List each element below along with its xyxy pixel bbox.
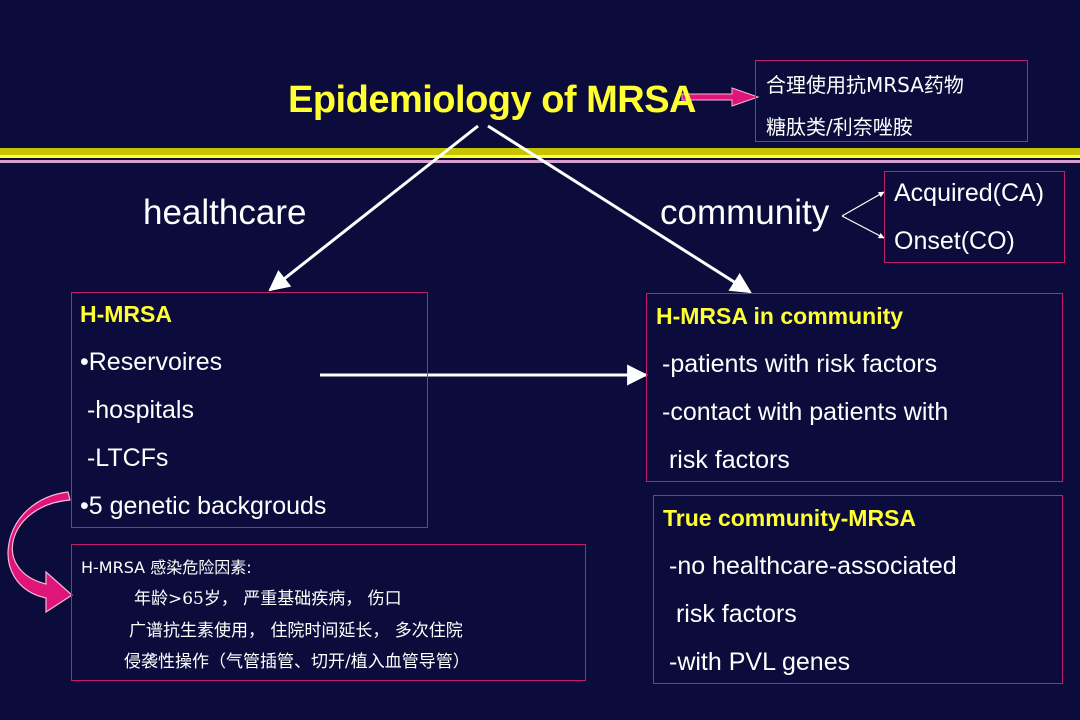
divider-band-pink: [0, 160, 1080, 163]
risk-factors-box: H-MRSA 感染危险因素: 年龄>65岁， 严重基础疾病， 伤口 广谱抗生素使…: [71, 544, 586, 681]
hmrsa-community-line-3: risk factors: [662, 446, 790, 474]
true-community-box: True community-MRSA -no healthcare-assoc…: [653, 495, 1063, 684]
hmrsa-box: H-MRSA •Reservoires -hospitals -LTCFs •5…: [71, 292, 428, 528]
hmrsa-line-hospitals: -hospitals: [80, 396, 194, 424]
branch-label-healthcare: healthcare: [143, 193, 307, 232]
hmrsa-community-heading: H-MRSA in community: [656, 303, 904, 329]
arrow-community-to-onset: [841, 215, 885, 239]
risk-line-1: 年龄>65岁， 严重基础疾病， 伤口: [134, 589, 402, 609]
hmrsa-line-genetic: •5 genetic backgrouds: [80, 492, 327, 520]
arrow-title-to-healthcare: [268, 124, 479, 292]
arrow-community-to-acquired: [841, 191, 885, 217]
true-community-line-2: risk factors: [669, 600, 797, 628]
risk-line-2: 广谱抗生素使用， 住院时间延长， 多次住院: [129, 621, 463, 641]
hmrsa-community-line-1: -patients with risk factors: [662, 350, 938, 378]
divider-band-yellow: [0, 155, 1080, 158]
note-line-1: 合理使用抗MRSA药物: [766, 73, 964, 97]
hmrsa-line-reservoirs: •Reservoires: [80, 348, 223, 376]
branch-label-community: community: [660, 193, 830, 232]
divider-band-gold: [0, 148, 1080, 155]
true-community-line-1: -no healthcare-associated: [669, 552, 957, 580]
risk-heading: H-MRSA 感染危险因素:: [81, 558, 252, 577]
treatment-note-box: 合理使用抗MRSA药物 糖肽类/利奈唑胺: [755, 60, 1028, 142]
community-types-box: Acquired(CA) Onset(CO): [884, 171, 1065, 263]
arrow-hmrsa-to-risk: [7, 491, 73, 614]
true-community-heading: True community-MRSA: [663, 505, 917, 531]
hmrsa-community-box: H-MRSA in community -patients with risk …: [646, 293, 1063, 482]
risk-line-3: 侵袭性操作（气管插管、切开/植入血管导管）: [124, 652, 470, 672]
community-type-onset: Onset(CO): [894, 227, 1015, 255]
hmrsa-line-ltcfs: -LTCFs: [80, 444, 169, 472]
hmrsa-community-line-2: -contact with patients with: [662, 398, 949, 426]
true-community-line-3: -with PVL genes: [669, 648, 851, 676]
page-title: Epidemiology of MRSA: [288, 79, 697, 121]
community-type-acquired: Acquired(CA): [894, 179, 1045, 207]
arrow-title-to-note: [681, 87, 760, 107]
arrow-title-to-community: [487, 124, 752, 294]
hmrsa-heading: H-MRSA: [80, 301, 172, 327]
note-line-2: 糖肽类/利奈唑胺: [766, 115, 913, 139]
